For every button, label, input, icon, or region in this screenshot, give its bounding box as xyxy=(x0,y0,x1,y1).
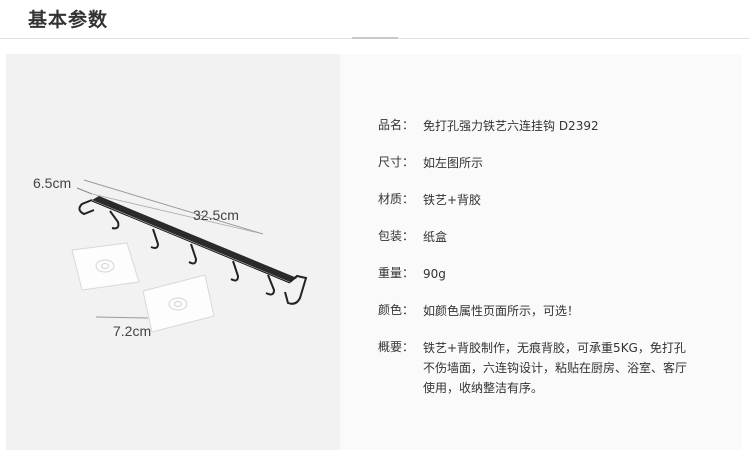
spec-label: 颜色： xyxy=(378,303,415,317)
hook-5 xyxy=(265,274,276,296)
left-end-bracket xyxy=(78,199,95,216)
spec-list: 品名： 免打孔强力铁艺六连挂钩 D2392 尺寸： 如左图所示 材质： 铁艺+背… xyxy=(378,116,728,415)
sticker-dimension-line xyxy=(95,316,149,319)
spec-row-packaging: 包装： 纸盒 xyxy=(378,227,728,247)
spec-value: 铁艺+背胶 xyxy=(423,193,482,207)
sticker-dimension-label: 7.2cm xyxy=(113,323,152,339)
hook-rail xyxy=(92,196,297,282)
spec-label: 材质： xyxy=(378,192,415,206)
hook-rail-edge xyxy=(91,200,291,284)
spec-row-size: 尺寸： 如左图所示 xyxy=(378,153,728,173)
hook-3 xyxy=(188,243,198,265)
spec-row-summary: 概要： 铁艺+背胶制作，无痕背胶，可承重5KG，免打孔 不伤墙面，六连钩设计，粘… xyxy=(378,338,728,398)
product-parameters-panel: 6.5cm 32.5cm 7.2cm 品名： 免打孔强力铁艺六连挂钩 D2392… xyxy=(6,54,742,450)
spec-label: 重量： xyxy=(378,266,415,280)
adhesive-sticker-2 xyxy=(142,274,215,333)
spec-value: 纸盒 xyxy=(423,230,448,244)
spec-label: 尺寸： xyxy=(378,155,415,169)
header-divider-accent xyxy=(352,37,398,39)
hook-1 xyxy=(109,210,120,230)
spec-label: 品名： xyxy=(378,118,415,132)
length-dimension-label: 32.5cm xyxy=(193,207,239,223)
spec-row-color: 颜色： 如颜色属性页面所示，可选！ xyxy=(378,301,728,321)
spec-value-line: 使用，收纳整洁有序。 xyxy=(423,381,544,395)
length-dimension-line xyxy=(83,179,264,235)
spec-value-line: 铁艺+背胶制作，无痕背胶，可承重5KG，免打孔 xyxy=(423,341,686,355)
sticker-2-mount xyxy=(168,297,188,311)
hook-4 xyxy=(230,260,240,282)
width-dimension-label: 6.5cm xyxy=(33,175,72,191)
section-header: 基本参数 xyxy=(0,0,750,39)
section-title: 基本参数 xyxy=(28,9,109,31)
hook-2 xyxy=(150,228,160,249)
spec-value-line: 不伤墙面，六连钩设计，粘贴在厨房、浴室、客厅 xyxy=(423,361,688,375)
adhesive-sticker-1 xyxy=(71,242,140,291)
spec-label: 概要： xyxy=(378,340,415,354)
spec-value: 90g xyxy=(423,267,446,281)
spec-value: 如颜色属性页面所示，可选！ xyxy=(423,304,580,318)
spec-label: 包装： xyxy=(378,229,415,243)
width-dimension-line xyxy=(76,187,93,195)
sticker-1-mount xyxy=(95,259,115,273)
spec-row-weight: 重量： 90g xyxy=(378,264,728,284)
hook-rack-illustration xyxy=(71,179,308,333)
right-end-bracket xyxy=(284,274,308,305)
spec-value: 如左图所示 xyxy=(423,156,484,170)
spec-row-name: 品名： 免打孔强力铁艺六连挂钩 D2392 xyxy=(378,116,728,136)
product-image: 6.5cm 32.5cm 7.2cm xyxy=(6,54,340,450)
spec-value: 免打孔强力铁艺六连挂钩 D2392 xyxy=(423,119,599,133)
spec-row-material: 材质： 铁艺+背胶 xyxy=(378,190,728,210)
length-guide-line xyxy=(91,193,264,235)
